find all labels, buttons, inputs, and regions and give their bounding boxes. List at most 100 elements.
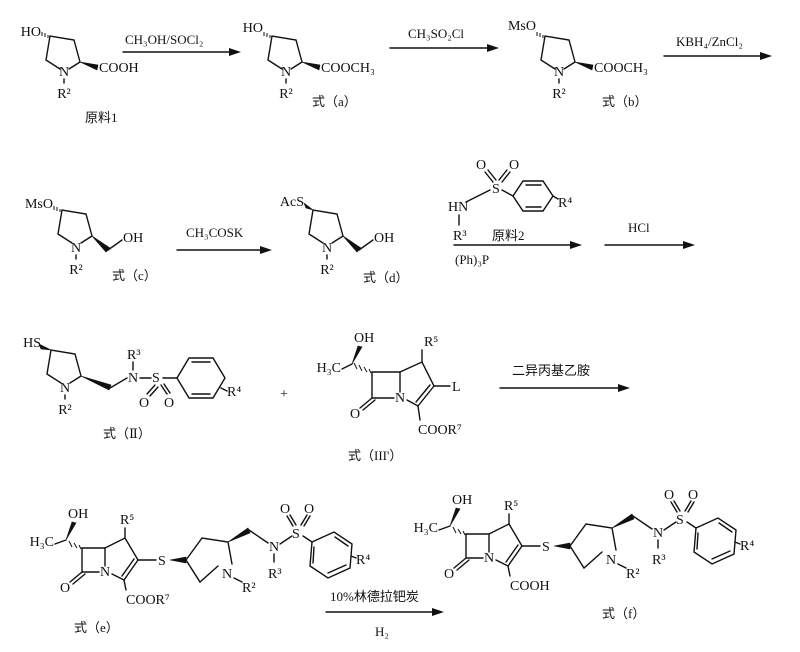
nitrogen-label: N: [60, 381, 70, 396]
r2-label: R²: [69, 263, 83, 278]
methyl-label: H₃C: [317, 361, 341, 376]
starting-material-2-label: 原料2: [492, 228, 525, 243]
r3-label: R³: [268, 567, 282, 582]
thiol-label: HS: [23, 336, 41, 351]
reagent-label: HCl: [628, 220, 650, 235]
hydroxyl-label: OH: [68, 507, 88, 522]
mesylate-label: MsO: [508, 19, 536, 34]
compound-f: O N R⁵ S COOH H₃C OH N R² N R³ S O O: [414, 488, 755, 621]
reagent-label: 二异丙基乙胺: [512, 363, 590, 378]
r2-label: R²: [626, 567, 640, 582]
hydroxyl-label: OH: [123, 231, 143, 246]
plus-sign: +: [280, 387, 288, 402]
reagent-label: H₂: [375, 624, 389, 639]
r5-label: R⁵: [504, 499, 518, 514]
nitrogen-label: N: [484, 551, 494, 566]
compound-label: 式（f）: [602, 606, 645, 621]
oxygen-label: O: [139, 396, 149, 411]
mesylate-label: MsO: [25, 197, 53, 212]
r4-label: R⁴: [558, 196, 572, 211]
reaction-arrow-5: (Ph)₃P: [453, 241, 582, 267]
leaving-group-label: L: [452, 380, 461, 395]
compound-label: 式（b）: [602, 94, 648, 109]
sulfur-label: S: [152, 371, 160, 386]
starting-material-2-sulfonamide: HN S O O R⁴ R³ 原料2: [448, 158, 572, 244]
oxygen-label: O: [350, 407, 360, 422]
r2-label: R²: [58, 403, 72, 418]
r2-label: R²: [320, 263, 334, 278]
reagent-label: (Ph)₃P: [455, 252, 489, 267]
oxygen-label: O: [280, 502, 290, 517]
compound-d: AcS N R² OH 式（d）: [280, 195, 409, 285]
compound-II: HS N R² N R³ S O O R⁴ 式（Ⅱ）: [23, 336, 241, 441]
compound-III-prime: O N R⁵ L COOR⁷ H₃C OH 式（III'）: [317, 331, 462, 463]
nitrogen-label: N: [100, 565, 110, 580]
nitrogen-label: N: [653, 526, 663, 541]
sulfur-label: S: [542, 540, 550, 555]
compound-label: 式（Ⅱ）: [103, 426, 151, 441]
oxygen-label: O: [664, 488, 674, 503]
hn-label: HN: [448, 200, 468, 215]
reaction-arrow-4: CH₃COSK: [176, 225, 272, 254]
nitrogen-label: N: [222, 567, 232, 582]
oxygen-label: O: [444, 567, 454, 582]
compound-e: O N R⁵ S COOR⁷ H₃C OH N R² N R³ S O O: [30, 502, 371, 635]
methyl-label: H₃C: [414, 521, 438, 536]
oxygen-label: O: [164, 396, 174, 411]
carboxylic-acid-label: COOH: [510, 579, 550, 594]
compound-starting-material-1: HO N R² COOH 原料1: [21, 25, 139, 125]
compound-label: 原料1: [85, 110, 118, 125]
reaction-arrow-8: 10%林德拉钯炭 H₂: [325, 589, 444, 639]
r2-label: R²: [57, 87, 71, 102]
r4-label: R⁴: [227, 385, 241, 400]
carboxylic-acid-label: COOH: [99, 61, 139, 76]
hydroxyl-label: OH: [374, 231, 394, 246]
nitrogen-label: N: [269, 540, 279, 555]
r4-label: R⁴: [740, 539, 754, 554]
reaction-arrow-6: HCl: [604, 220, 695, 249]
compound-label: 式（d）: [363, 270, 409, 285]
compound-a: HO N R² COOCH₃ 式（a）: [243, 21, 375, 109]
thioacetate-label: AcS: [280, 195, 304, 210]
reagent-label: KBH₄/ZnCl₂: [676, 34, 743, 49]
nitrogen-label: N: [606, 553, 616, 568]
compound-c: MsO N R² OH 式（c）: [25, 197, 157, 283]
sulfur-label: S: [158, 554, 166, 569]
r3-label: R³: [453, 229, 467, 244]
nitrogen-label: N: [395, 391, 405, 406]
ester-label: COOR⁷: [126, 593, 170, 608]
nitrogen-label: N: [322, 241, 332, 256]
sulfur-label: S: [292, 527, 300, 542]
nitrogen-label: N: [128, 371, 138, 386]
hydroxy-label: HO: [21, 25, 41, 40]
ester-label: COOR⁷: [418, 423, 462, 438]
catalyst-label: 10%林德拉钯炭: [330, 589, 419, 604]
oxygen-label: O: [476, 158, 486, 173]
oxygen-label: O: [60, 581, 70, 596]
nitrogen-label: N: [554, 65, 564, 80]
reaction-arrow-3: KBH₄/ZnCl₂: [663, 34, 772, 60]
oxygen-label: O: [304, 502, 314, 517]
reaction-arrow-2: CH₃SO₂Cl: [389, 26, 499, 52]
oxygen-label: O: [509, 158, 519, 173]
hydroxyl-label: OH: [452, 493, 472, 508]
r4-label: R⁴: [356, 553, 370, 568]
r2-label: R²: [279, 87, 293, 102]
methyl-ester-label: COOCH₃: [594, 61, 648, 76]
compound-b: MsO N R² COOCH₃ 式（b）: [508, 19, 648, 109]
compound-label: 式（a）: [312, 94, 357, 109]
nitrogen-label: N: [59, 65, 69, 80]
reaction-arrow-1: CH₃OH/SOCl₂: [122, 32, 241, 56]
hydroxy-label: HO: [243, 21, 263, 36]
sulfur-label: S: [676, 513, 684, 528]
compound-label: 式（III'）: [348, 448, 402, 463]
reagent-label: CH₃OH/SOCl₂: [125, 32, 203, 47]
compound-label: 式（c）: [112, 268, 157, 283]
reagent-label: CH₃COSK: [186, 225, 244, 240]
r2-label: R²: [242, 581, 256, 596]
nitrogen-label: N: [281, 65, 291, 80]
nitrogen-label: N: [71, 241, 81, 256]
sulfur-label: S: [492, 182, 500, 197]
